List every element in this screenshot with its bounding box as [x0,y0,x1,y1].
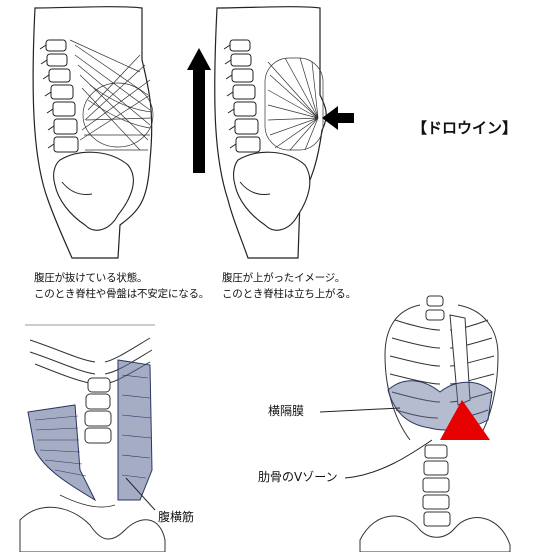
spinous-processes-left [39,44,55,149]
page-title: 【ドロウイン】 [412,119,518,137]
transversus-muscle-right [117,359,153,501]
pelvis-bottom-right [359,515,511,552]
caption-left-line1: 腹圧が抜けている状態。 [34,272,148,284]
label-diaphragm: 横隔膜 [268,404,305,418]
body-outline-left [32,6,153,259]
vertebrae-right [229,39,261,153]
spine-bottom-left [84,377,112,444]
transversus-muscle-left [27,404,97,502]
caption-right-line2: このとき脊柱は立ち上がる。 [222,288,356,300]
spinous-processes-right [223,44,237,149]
pelvis-right [233,151,311,231]
vertebrae-left [45,39,79,153]
compression-arrow [322,106,354,130]
label-transversus: 腹横筋 [158,510,195,524]
abdominal-fibers-loose [69,39,154,151]
spine-bottom-right [422,295,451,527]
caption-left-line2: このとき脊柱や骨盤は不安定になる。 [34,288,210,300]
pelvis-bottom-left [19,506,166,552]
v-zone-triangle [440,400,490,440]
pelvis-left [53,151,134,231]
abdominal-fibers-tight [264,57,324,151]
label-v-zone: 肋骨のVゾーン [258,470,338,484]
caption-right-line1: 腹圧が上がったイメージ。 [222,272,346,284]
